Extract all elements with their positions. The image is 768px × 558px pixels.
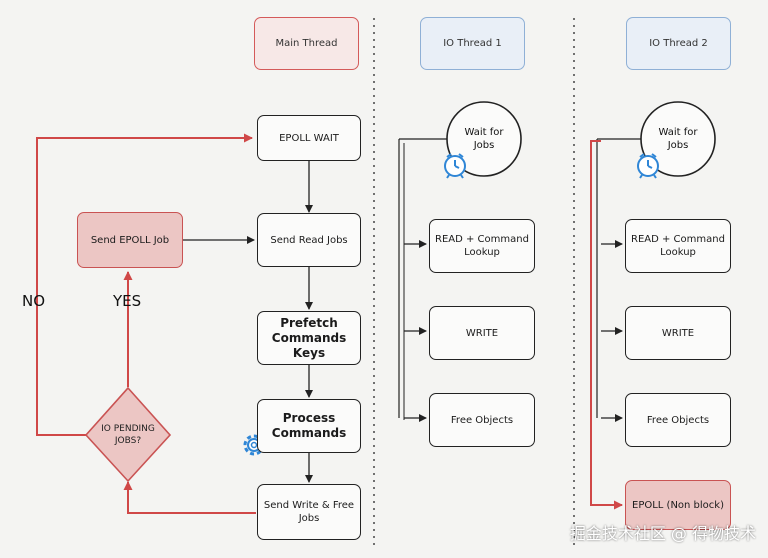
clock-icon (444, 153, 466, 179)
arrow-decision-no (36, 133, 253, 436)
send-epoll-job-box: Send EPOLL Job (77, 212, 183, 268)
no-label: NO (22, 292, 46, 310)
decision-diamond (84, 386, 172, 483)
io1-free-box: Free Objects (429, 393, 535, 447)
prefetch-commands-box: Prefetch Commands Keys (257, 311, 361, 365)
send-write-free-box: Send Write & Free Jobs (257, 484, 361, 540)
watermark-text: 掘金技术社区 @ 得物技术 (569, 524, 756, 543)
header-io-thread-1: IO Thread 1 (420, 17, 525, 70)
yes-label: YES (113, 292, 142, 310)
process-commands-box: Process Commands (257, 399, 361, 453)
io2-wait-label: Wait for Jobs (658, 127, 698, 151)
io1-read-box: READ + Command Lookup (429, 219, 535, 273)
epoll-wait-box: EPOLL WAIT (257, 115, 361, 161)
header-main-thread: Main Thread (254, 17, 359, 70)
io2-arrow-epoll (590, 140, 623, 510)
io1-wait-circle (446, 101, 522, 177)
io1-wait-label: Wait for Jobs (464, 127, 504, 151)
header-io-thread-2: IO Thread 2 (626, 17, 731, 70)
send-read-jobs-box: Send Read Jobs (257, 213, 361, 267)
io2-free-box: Free Objects (625, 393, 731, 447)
arrow-write-to-decision (123, 481, 256, 514)
clock-icon (637, 153, 659, 179)
io1-write-box: WRITE (429, 306, 535, 360)
io2-epoll-box: EPOLL (Non block) (625, 480, 731, 530)
io2-wait-circle (640, 101, 716, 177)
decision-label: IO PENDING JOBS? (101, 424, 155, 446)
io2-read-box: READ + Command Lookup (625, 219, 731, 273)
io2-write-box: WRITE (625, 306, 731, 360)
